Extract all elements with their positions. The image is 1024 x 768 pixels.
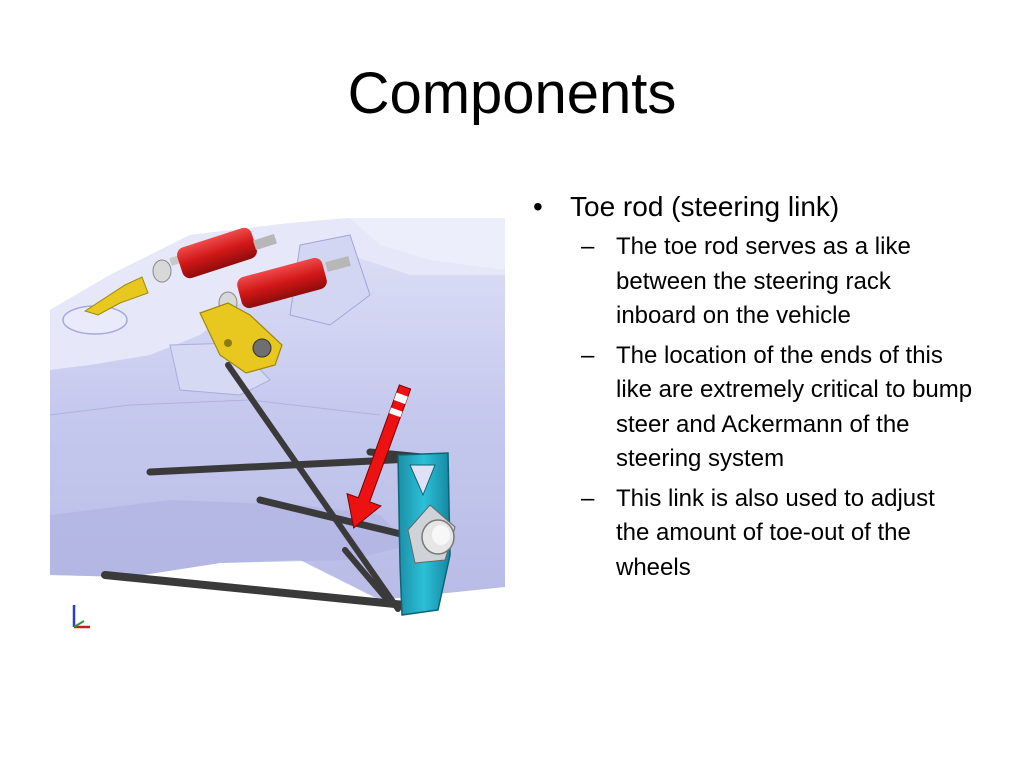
- sub-bullet-list: – The toe rod serves as a like between t…: [570, 230, 973, 585]
- sub-bullet-marker: –: [581, 233, 595, 260]
- sub-bullet-item: – This link is also used to adjust the a…: [570, 482, 973, 586]
- suspension-illustration: [50, 218, 505, 629]
- sub-bullet-text: The location of the ends of this like ar…: [616, 341, 973, 473]
- chassis-upper-panel: [50, 218, 505, 370]
- lower-wishbone-rear: [256, 496, 409, 539]
- axis-triad-icon: [72, 605, 90, 629]
- bellcrank-left: [83, 276, 149, 316]
- bellcrank-right: [199, 302, 283, 374]
- lower-wishbone-front: [101, 571, 409, 609]
- sub-bullet-item: – The toe rod serves as a like between t…: [570, 230, 973, 334]
- bullet-text: Toe rod (steering link): [570, 191, 840, 222]
- sub-bullet-marker: –: [581, 341, 595, 369]
- slide-title: Components: [347, 61, 677, 126]
- wheel-upright: [397, 452, 456, 616]
- bullet-list: • Toe rod (steering link) – The toe rod …: [533, 188, 973, 590]
- spring-damper-upper: [152, 227, 278, 283]
- red-pointer-arrow-icon: [346, 384, 412, 529]
- suspension-cad-image: [50, 215, 505, 640]
- toe-rod: [225, 362, 401, 612]
- sub-bullet-text: This link is also used to adjust the amo…: [616, 484, 935, 581]
- bullet-marker: •: [533, 191, 543, 222]
- sub-bullet-item: – The location of the ends of this like …: [570, 339, 973, 477]
- sub-bullet-text: The toe rod serves as a like between the…: [616, 233, 911, 329]
- bullet-item: • Toe rod (steering link) – The toe rod …: [533, 188, 973, 585]
- sub-bullet-marker: –: [581, 484, 595, 512]
